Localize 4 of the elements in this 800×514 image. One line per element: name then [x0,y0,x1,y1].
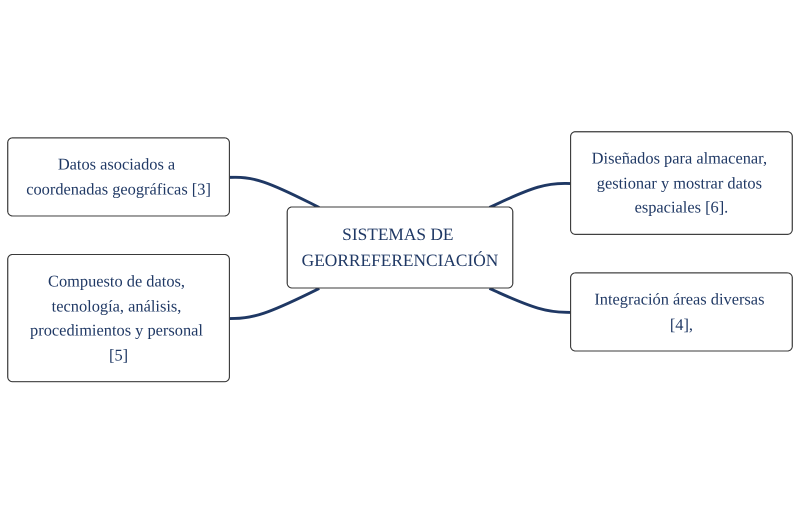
connector [488,182,572,210]
connector [230,287,320,320]
connector [230,176,320,210]
connector [488,287,572,314]
